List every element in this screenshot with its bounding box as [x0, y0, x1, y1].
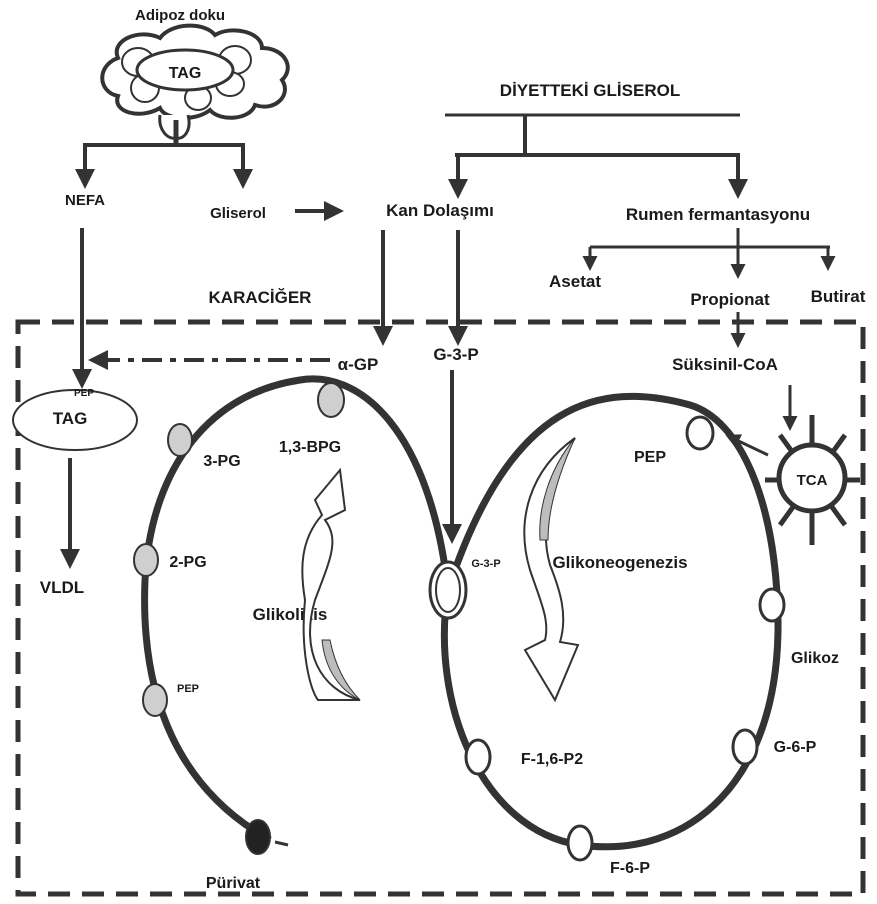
gluconeogenesis-node-pep: PEP: [634, 449, 666, 466]
blood-circulation-label: Kan Dolaşımı: [386, 201, 494, 220]
node-2pg: [134, 544, 158, 576]
gluconeogenesis-node-glucose: Glikoz: [791, 650, 839, 667]
butyrate-label: Butirat: [811, 287, 866, 306]
gluconeogenesis-loop: [444, 396, 778, 846]
succinyl-coa-label: Süksinil-CoA: [672, 355, 778, 374]
gluconeogenesis-node-g6p: G-6-P: [774, 739, 817, 756]
liver-tag-label: TAG: [53, 409, 88, 428]
adipose-title: Adipoz doku: [135, 7, 225, 24]
propionate-label: Propionat: [690, 290, 770, 309]
glycolysis-node-pep: PEP: [177, 683, 199, 695]
gluconeogenesis-node-f16p2: F-1,6-P2: [521, 751, 583, 768]
glycolysis-loop-return: [275, 842, 288, 845]
glycolysis-node-3pg: 3-PG: [203, 453, 240, 470]
liver-label: KARACİĞER: [209, 288, 312, 307]
adipose-tag-label: TAG: [169, 65, 202, 82]
nefa-label: NEFA: [65, 192, 105, 209]
rumen-branches: [590, 228, 830, 276]
glycolysis-node-13bpg: 1,3-BPG: [279, 439, 341, 456]
gluconeogenesis-nodes: [466, 417, 784, 860]
tca-label: TCA: [797, 472, 828, 489]
adipose-tissue-cloud: [102, 26, 288, 145]
acetate-label: Asetat: [549, 272, 601, 291]
rumen-fermentation-label: Rumen fermantasyonu: [626, 205, 810, 224]
center-g3p-node-inner: [436, 568, 460, 612]
alpha-gp-label: α-GP: [338, 355, 379, 374]
vldl-label: VLDL: [40, 578, 84, 597]
node-g6p: [733, 730, 757, 764]
adipose-split-arrows: [85, 145, 243, 185]
g3p-top-label: G-3-P: [433, 345, 478, 364]
node-glucose: [760, 589, 784, 621]
node-f6p: [568, 826, 592, 860]
center-g3p-label: G-3-P: [471, 558, 500, 570]
glycolysis-label: Glikolizis: [253, 605, 328, 624]
glycerol-label: Gliserol: [210, 205, 266, 222]
node-f16p2: [466, 740, 490, 774]
node-pep-left: [143, 684, 167, 716]
node-3pg: [168, 424, 192, 456]
gluconeogenesis-node-f6p: F-6-P: [610, 860, 650, 877]
glycolysis-node-2pg: 2-PG: [169, 554, 206, 571]
gluconeogenesis-label: Glikoneogenezis: [552, 553, 687, 572]
node-13bpg: [318, 383, 344, 417]
glycolysis-node-pyruvate: Pürivat: [206, 875, 261, 892]
dietary-glycerol-title: DİYETTEKİ GLİSEROL: [500, 81, 680, 100]
node-pep-right: [687, 417, 713, 449]
liver-tag-pep-label: PEP: [74, 388, 94, 399]
node-pyruvate: [246, 820, 270, 854]
dietary-glycerol-tree: [445, 115, 740, 195]
